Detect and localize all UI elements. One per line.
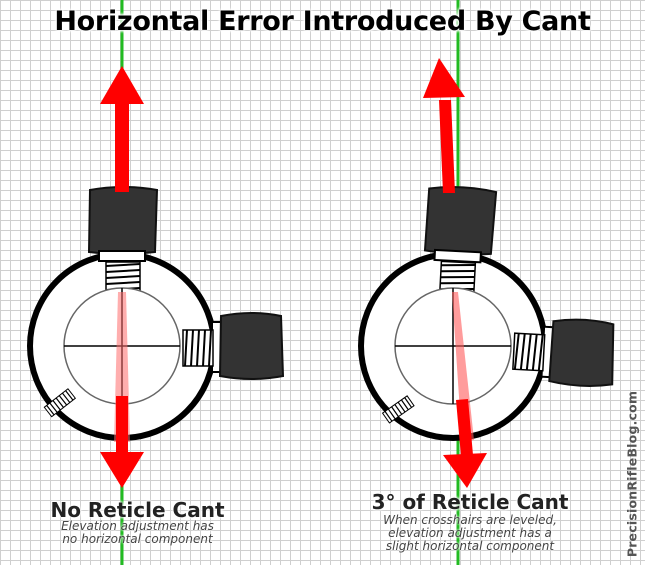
right-elevation-arrow-up [423, 58, 465, 193]
left-caption-line: no horizontal component [62, 532, 213, 546]
diagram-title: Horizontal Error Introduced By Cant [54, 6, 591, 37]
right-caption-subtitle: When crosshairs are leveled, elevation a… [345, 514, 595, 553]
left-windage-turret [182, 312, 285, 380]
left-elevation-arrow-down [100, 396, 144, 488]
left-scope-assembly [27, 66, 285, 488]
right-caption-line: slight horizontal component [385, 539, 555, 553]
right-caption-line: When crosshairs are leveled, [383, 513, 557, 527]
right-return-spring [381, 395, 415, 424]
right-elevation-arrow-down [443, 399, 487, 488]
right-cant-wedge [452, 292, 474, 442]
right-elevation-turret [423, 186, 498, 294]
right-scope-assembly [358, 58, 615, 488]
watermark: PrecisionRifleBlog.com [624, 390, 640, 558]
left-caption-line: Elevation adjustment has [61, 519, 214, 533]
right-windage-turret [512, 318, 615, 387]
left-caption-title: No Reticle Cant [50, 498, 225, 522]
left-windage-spring [182, 329, 214, 367]
right-caption-line: elevation adjustment has a [388, 526, 552, 540]
left-caption-subtitle: Elevation adjustment has no horizontal c… [20, 520, 255, 546]
right-elevation-spring [439, 260, 477, 294]
right-caption-title: 3° of Reticle Cant [371, 490, 569, 514]
left-return-spring [43, 388, 77, 418]
left-elevation-arrow-up [100, 66, 144, 192]
left-elevation-turret [87, 186, 159, 293]
right-windage-spring [512, 332, 546, 372]
